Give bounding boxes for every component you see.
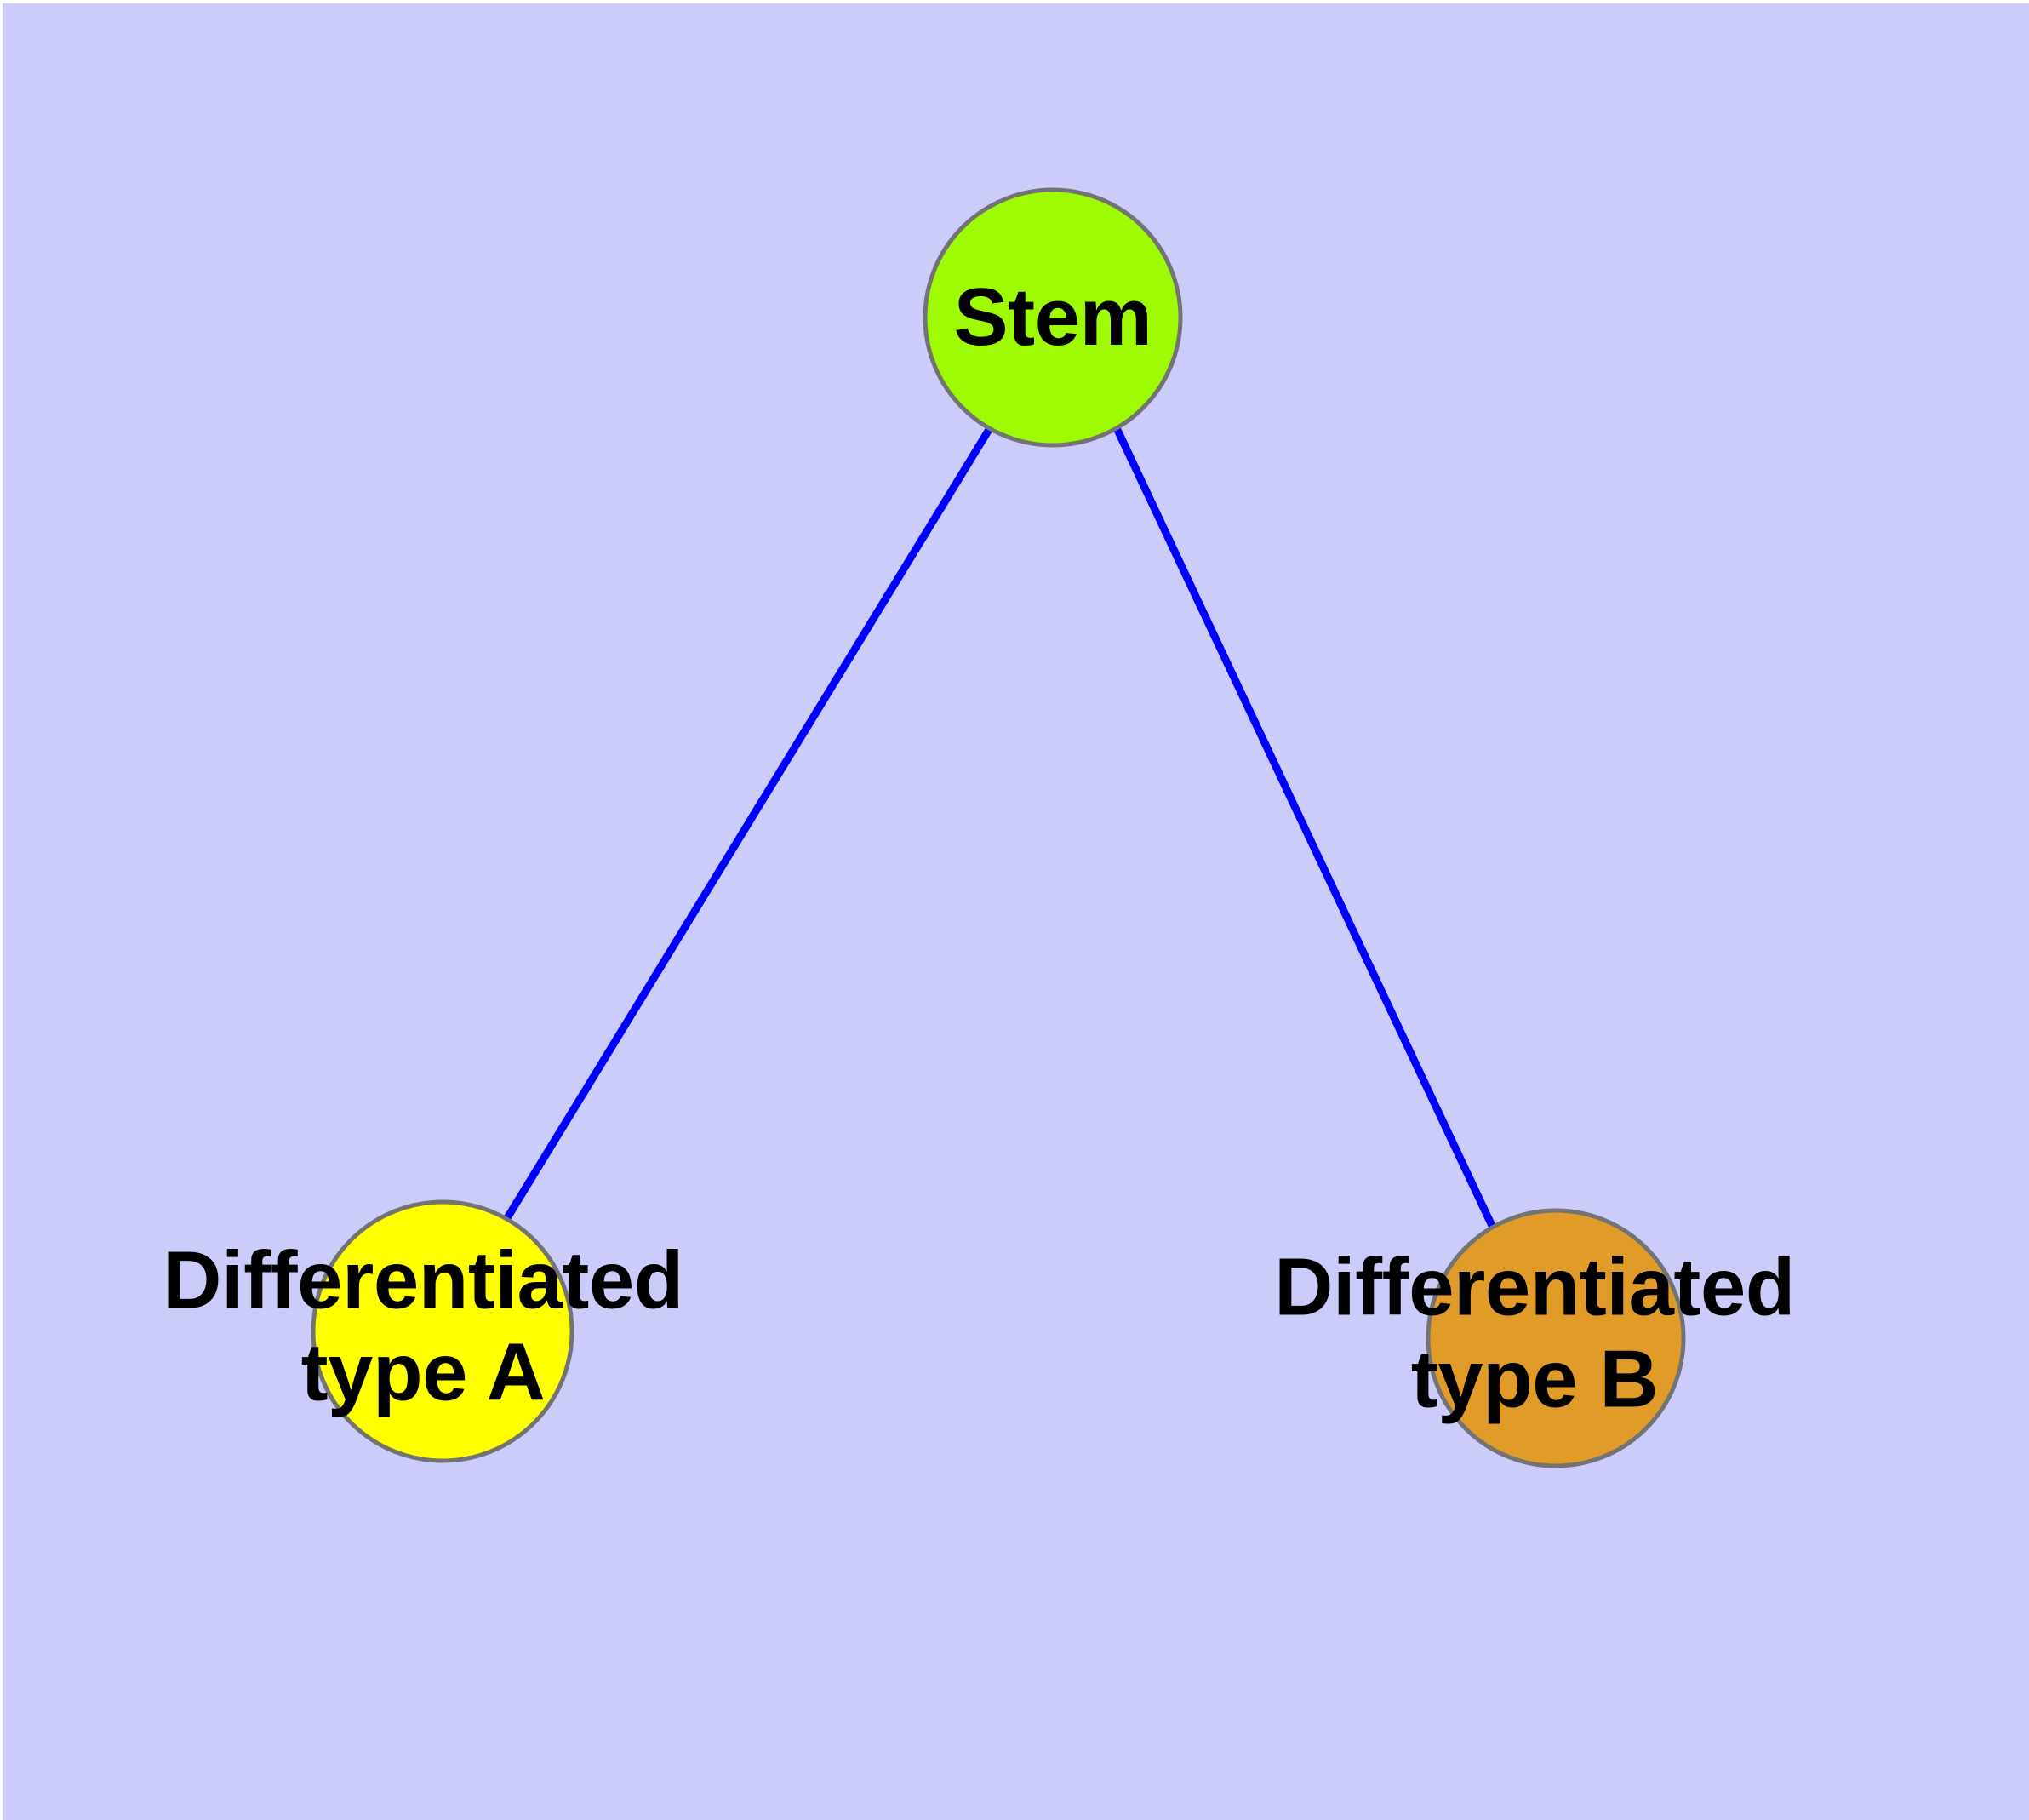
- node-layer: [311, 187, 1686, 1468]
- node-stem[interactable]: [923, 187, 1183, 448]
- edge-stem-to-type-b[interactable]: [1112, 426, 1497, 1229]
- node-differentiated-type-a[interactable]: [311, 1199, 574, 1463]
- node-differentiated-type-b[interactable]: [1426, 1208, 1686, 1468]
- edge-stem-to-type-a[interactable]: [502, 426, 993, 1223]
- edge-layer: [502, 426, 1497, 1229]
